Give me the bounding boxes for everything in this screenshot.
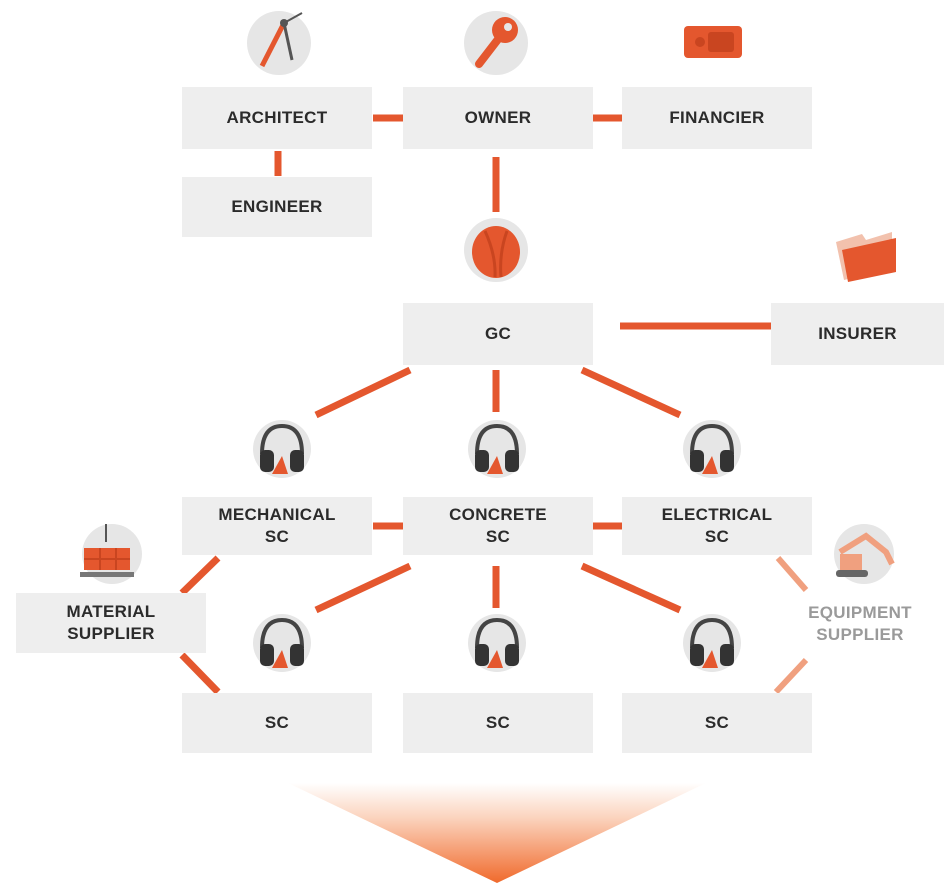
connector-concrete-sc-right [580, 562, 682, 614]
node-concrete-sc: CONCRETE SC [403, 497, 593, 555]
node-architect: ARCHITECT [182, 87, 372, 149]
folder-icon [836, 232, 896, 282]
ear-muffs-icon [253, 420, 311, 478]
node-financier: FINANCIER [622, 87, 812, 149]
connector-equipment-sc-right [773, 657, 809, 695]
excavator-icon [834, 524, 895, 584]
connector-material-sc-left [179, 652, 221, 695]
connector-concrete-sc-left [314, 562, 412, 614]
hard-hat-icon [464, 218, 528, 282]
node-sc-middle: SC [403, 693, 593, 753]
ear-muffs-icon [253, 614, 311, 672]
connector-equipment-electrical [775, 556, 809, 592]
cash-icon [684, 26, 742, 58]
node-engineer: ENGINEER [182, 177, 372, 237]
key-icon [464, 11, 528, 75]
ear-muffs-icon [683, 420, 741, 478]
ear-muffs-icon [468, 614, 526, 672]
node-sc-right: SC [622, 693, 812, 753]
connector-material-mechanical [179, 555, 221, 596]
node-material-supplier: MATERIAL SUPPLIER [16, 593, 206, 653]
node-mechanical-sc: MECHANICAL SC [182, 497, 372, 555]
node-owner: OWNER [403, 87, 593, 149]
node-gc: GC [403, 303, 593, 365]
connector-gc-electrical [580, 366, 682, 419]
connector-gc-mechanical [314, 366, 412, 419]
node-sc-left: SC [182, 693, 372, 753]
ear-muffs-icon [468, 420, 526, 478]
pallet-icon [80, 524, 142, 584]
node-electrical-sc: ELECTRICAL SC [622, 497, 812, 555]
ear-muffs-icon [683, 614, 741, 672]
node-insurer: INSURER [771, 303, 944, 365]
node-equipment-supplier: EQUIPMENT SUPPLIER [808, 603, 912, 644]
compass-icon [247, 11, 311, 75]
